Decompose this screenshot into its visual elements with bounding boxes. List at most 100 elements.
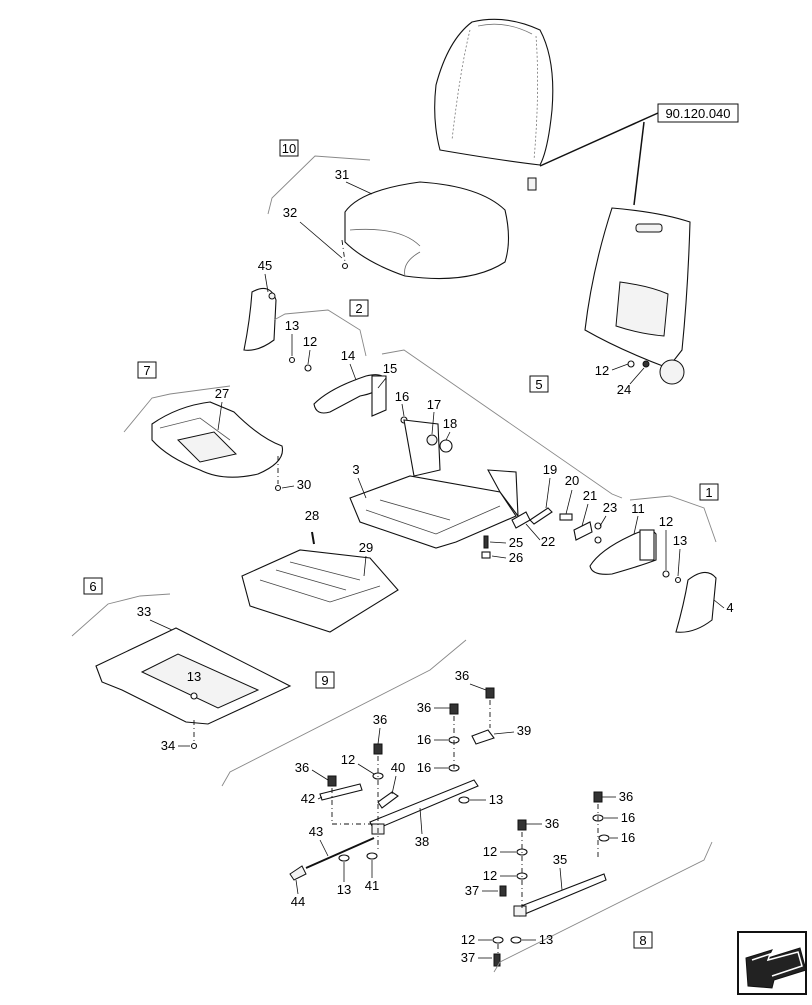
callout-28: 28 [305,508,319,523]
bracket-39 [471,729,495,745]
callout-12: 12 [341,752,355,767]
armrest-cover-45 [243,287,277,351]
bolt-41 [366,852,378,860]
base-pan-29 [241,549,399,633]
handle-44 [289,865,307,881]
callout-15: 15 [383,361,397,376]
callout-36: 36 [417,700,431,715]
washer-12-right [662,570,670,578]
bolt-25 [483,535,489,549]
callout-41: 41 [365,878,379,893]
callout-12: 12 [461,932,475,947]
callout-12: 12 [659,514,673,529]
group-label-2: 2 [349,299,369,317]
callout-13: 13 [489,792,503,807]
callout-21: 21 [583,488,597,503]
group-label-10: 10 [279,139,299,157]
callout-4: 4 [726,600,733,615]
callout-18: 18 [443,416,457,431]
screw-13-right [674,576,682,584]
spring-20 [559,513,573,521]
callout-13: 13 [285,318,299,333]
screw-30 [274,456,282,492]
group-label-5: 5 [529,375,549,393]
bracket-21 [573,521,593,541]
rod-43 [305,837,375,869]
screw-13-lower [510,936,522,944]
callout-12: 12 [483,844,497,859]
reference-code-box: 90.120.040 [539,103,739,206]
callout-43: 43 [309,824,323,839]
seat-frame-3 [349,419,519,549]
callout-34: 34 [161,738,175,753]
rear-bolt-24 [642,360,650,368]
callout-31: 31 [335,167,349,182]
callout-29: 29 [359,540,373,555]
callout-13: 13 [673,533,687,548]
svg-text:8: 8 [639,933,646,948]
callout-36: 36 [545,816,559,831]
callout-12: 12 [595,363,609,378]
bolts-36-upper [327,687,495,787]
callout-36: 36 [619,789,633,804]
lever-19 [529,507,553,525]
callout-22: 22 [541,534,555,549]
callout-36: 36 [455,668,469,683]
callout-23: 23 [603,500,617,515]
callout-16: 16 [395,389,409,404]
group-label-7: 7 [137,361,157,379]
callout-11: 11 [631,501,645,516]
screw-13 [288,356,296,364]
base-plate-33 [95,627,292,725]
callout-37: 37 [465,883,479,898]
callout-32: 32 [283,205,297,220]
cushion-screw-32 [341,239,349,270]
callout-44: 44 [291,894,305,909]
svg-text:9: 9 [321,673,328,688]
slide-rail-38 [369,779,479,835]
armrest-14 [313,374,387,417]
direction-arrow-icon[interactable] [737,931,807,995]
bracket-42 [319,783,363,801]
svg-text:6: 6 [89,579,96,594]
callout-20: 20 [565,473,579,488]
callout-16: 16 [417,732,431,747]
callout-13: 13 [337,882,351,897]
backrest-rear-panel [584,207,691,385]
callout-12: 12 [483,868,497,883]
nut-26 [481,551,491,559]
callout-35: 35 [553,852,567,867]
callout-13: 13 [187,669,201,684]
screws-13-rail [338,796,470,862]
screw-37-upper [499,885,507,897]
callout-labels: 31 32 45 13 12 14 15 16 17 18 27 30 3 19… [137,167,734,965]
armrest-cover-4 [675,571,717,633]
callout-16: 16 [417,760,431,775]
seat-backrest [434,18,554,191]
callout-36: 36 [295,760,309,775]
group-label-1: 1 [699,483,719,501]
callout-39: 39 [517,723,531,738]
callout-27: 27 [215,386,229,401]
slide-rail-35 [513,873,607,917]
callout-3: 3 [352,462,359,477]
bracket-40 [377,791,399,809]
callout-30: 30 [297,477,311,492]
rear-screw-12 [627,360,635,368]
svg-text:10: 10 [282,141,296,156]
armrest-11 [589,529,657,575]
group-label-8: 8 [633,931,653,949]
svg-text:90.120.040: 90.120.040 [665,106,730,121]
group-label-9: 9 [315,671,335,689]
svg-text:2: 2 [355,301,362,316]
bearing-18 [439,439,453,453]
callout-40: 40 [391,760,405,775]
spring-28 [311,531,315,545]
screw-37-lower [493,953,501,967]
callout-16: 16 [621,810,635,825]
callout-33: 33 [137,604,151,619]
callout-45: 45 [258,258,272,273]
lever-knob-22 [511,511,531,529]
svg-text:1: 1 [705,485,712,500]
